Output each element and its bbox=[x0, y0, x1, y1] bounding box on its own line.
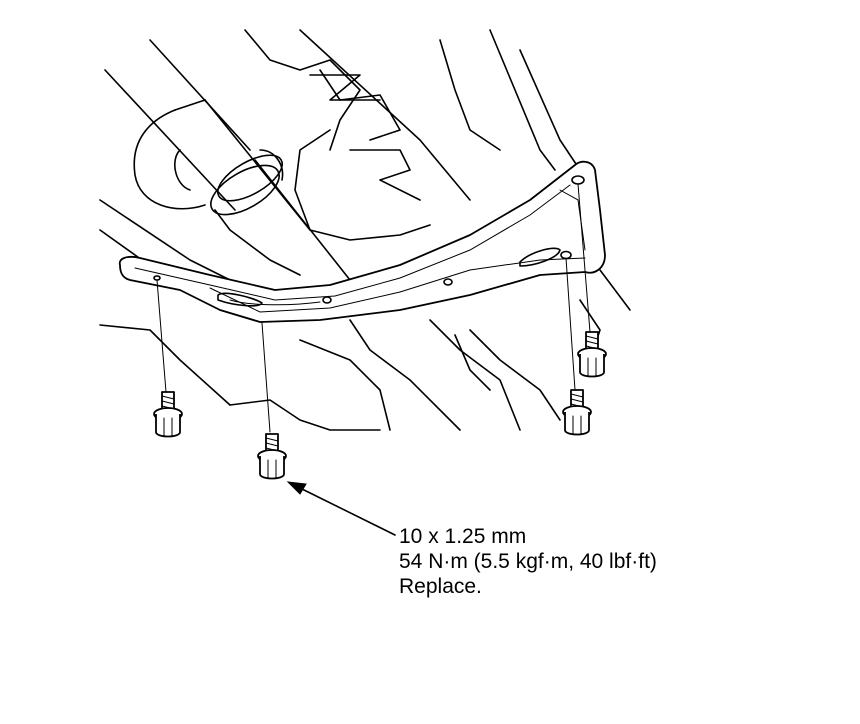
bolt-size-label: 10 x 1.25 mm bbox=[399, 525, 527, 548]
bolt-alignment-lines bbox=[156, 183, 591, 433]
exhaust-pipe bbox=[133, 99, 351, 281]
flange-bolt-1 bbox=[153, 391, 183, 438]
flange-bolt-3 bbox=[562, 389, 592, 436]
callout-leader-arrow bbox=[286, 481, 396, 536]
replace-note-label: Replace. bbox=[399, 575, 482, 598]
flange-bolt-4 bbox=[577, 331, 607, 378]
crossmember-bracket bbox=[118, 160, 606, 323]
flange-bolt-2 bbox=[257, 433, 287, 480]
torque-spec-label: 54 N·m (5.5 kgf·m, 40 lbf·ft) bbox=[399, 550, 657, 573]
bolt-spec-callout: 10 x 1.25 mm 54 N·m (5.5 kgf·m, 40 lbf·f… bbox=[399, 524, 657, 599]
